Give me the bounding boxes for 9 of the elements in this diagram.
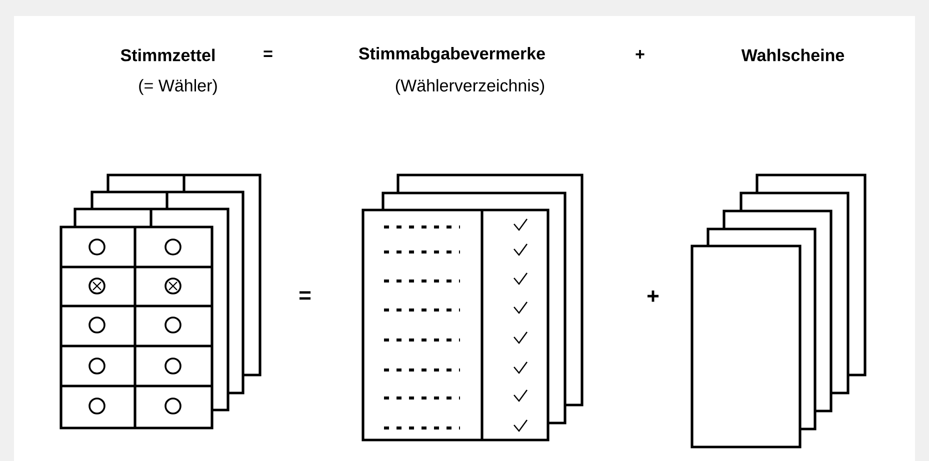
heading-text: Stimmabgabevermerke [358,47,545,63]
heading-text: Wahlscheine [741,48,844,62]
subheading-text: (= Wähler) [139,79,217,95]
plus-sign: + [648,290,659,302]
heading-text: Stimmzettel [120,48,214,62]
subheading-text: (Wählerverzeichnis) [396,79,544,95]
equals-sign: = [300,291,311,300]
plus-sign: + [636,50,644,59]
equals-sign: = [264,50,272,57]
